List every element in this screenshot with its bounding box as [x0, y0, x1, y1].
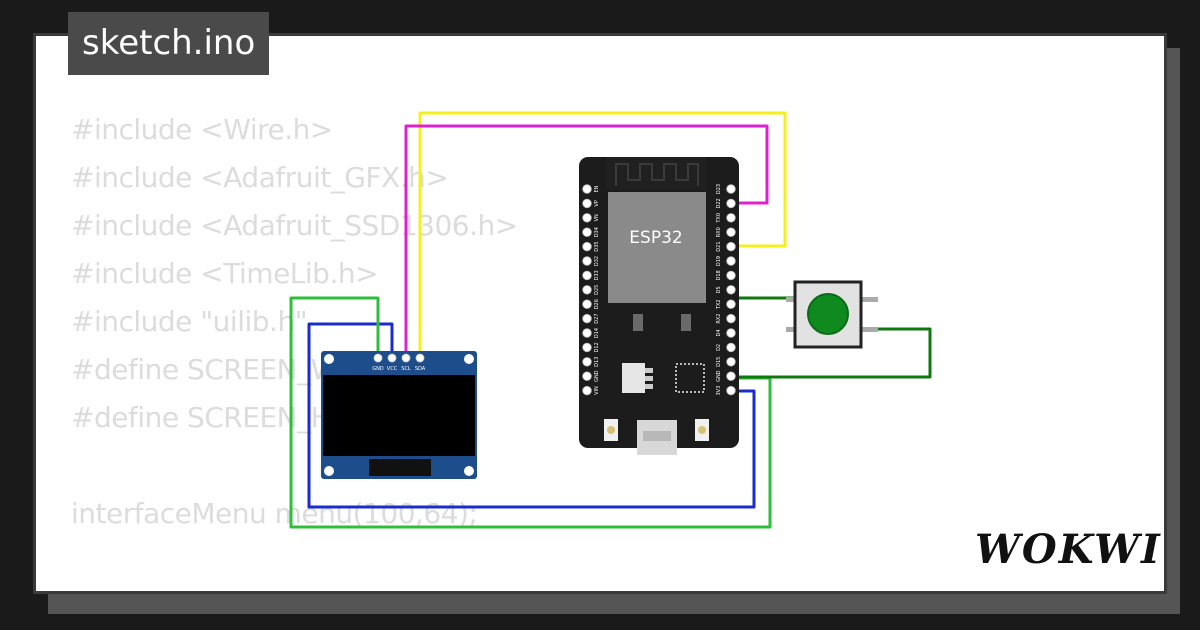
esp32-pin-d35[interactable]	[582, 241, 592, 252]
esp32-pin-label: D21	[716, 241, 722, 251]
esp32-board[interactable]: ESP32 ENVPVND34D35D32D33D25D26D27D14D12D…	[579, 157, 739, 455]
esp32-pin-d15[interactable]	[726, 357, 736, 367]
esp32-pin-d18[interactable]	[726, 270, 736, 281]
sketch-title: sketch.ino	[68, 12, 270, 75]
esp32-pin-label: GND	[716, 370, 722, 382]
esp32-pin-d2[interactable]	[726, 342, 736, 353]
wire-scl-magenta	[404, 124, 769, 355]
wire-sda-yellow	[418, 111, 787, 355]
code-line: #include <Adafruit_SSD1306.h>	[71, 209, 518, 242]
esp32-pin-label: VIN	[594, 386, 600, 395]
esp32-pin-d26[interactable]	[582, 299, 592, 309]
esp32-pin-label: RX0	[716, 227, 722, 237]
esp32-pin-label: D2	[716, 344, 722, 351]
esp32-pin-label: D19	[716, 256, 722, 266]
oled-pin-gnd[interactable]	[373, 353, 383, 363]
esp32-pin-en[interactable]	[582, 184, 592, 194]
esp32-pin-vn[interactable]	[582, 213, 592, 223]
oled-pin-label: SDA	[415, 366, 426, 372]
esp32-pin-d33[interactable]	[582, 270, 592, 281]
code-preview: #include <Wire.h> #include <Adafruit_GFX…	[71, 106, 1055, 591]
esp32-pin-label: D35	[594, 241, 600, 251]
oled-pin-scl[interactable]	[401, 353, 411, 363]
voltage-regulator	[622, 363, 645, 393]
esp32-pin-label: VN	[594, 214, 600, 221]
esp32-pin-label: GND	[594, 370, 600, 382]
esp32-pin-label: D4	[716, 329, 722, 336]
oled-pin-label: SCL	[401, 366, 411, 372]
esp32-pin-vin[interactable]	[582, 385, 592, 396]
oled-pin-vcc[interactable]	[387, 353, 397, 363]
esp32-pin-d27[interactable]	[582, 313, 592, 324]
esp32-pin-d14[interactable]	[582, 328, 592, 338]
esp32-pin-d19[interactable]	[726, 256, 736, 266]
oled-screen	[323, 375, 475, 456]
esp32-pin-label: D12	[594, 342, 600, 352]
esp32-pin-d13[interactable]	[582, 357, 592, 367]
wire-button-gnd	[732, 327, 932, 379]
esp32-pin-d32[interactable]	[582, 256, 592, 266]
esp32-pin-label: EN	[594, 185, 600, 192]
oled-pin-label: GND	[372, 366, 384, 372]
oled-ribbon	[369, 459, 431, 476]
esp32-pin-label: D25	[594, 285, 600, 295]
code-line: #include <Wire.h>	[71, 113, 333, 146]
esp32-pin-label: D33	[594, 270, 600, 280]
esp32-pin-label: D27	[594, 313, 600, 323]
esp32-pin-label: VP	[594, 200, 600, 206]
esp32-pin-label: D14	[594, 328, 600, 338]
code-line: #include <TimeLib.h>	[71, 257, 379, 290]
esp32-pin-3v3[interactable]	[726, 385, 736, 396]
esp32-pin-label: TX0	[716, 213, 722, 224]
esp32-pin-label: D32	[594, 256, 600, 266]
esp32-pin-rx2[interactable]	[726, 313, 736, 324]
code-line: interfaceMenu menu(100,64);	[71, 497, 478, 530]
esp32-pin-tx0[interactable]	[726, 213, 736, 223]
usb-chip	[675, 363, 705, 393]
esp32-pin-tx2[interactable]	[726, 299, 736, 309]
esp32-pin-d5[interactable]	[726, 285, 736, 295]
esp32-pin-label: TX2	[716, 299, 722, 310]
esp32-pin-d4[interactable]	[726, 328, 736, 338]
oled-pin-sda[interactable]	[415, 353, 425, 363]
esp32-pin-d34[interactable]	[582, 227, 592, 237]
esp32-pin-gnd[interactable]	[726, 371, 736, 381]
esp32-pin-vp[interactable]	[582, 198, 592, 209]
esp32-pin-label: D23	[716, 184, 722, 194]
esp32-pin-d25[interactable]	[582, 285, 592, 295]
esp32-pin-d22[interactable]	[726, 198, 736, 209]
esp32-pin-label: D18	[716, 270, 722, 280]
wokwi-logo: WOKWI	[975, 526, 1162, 573]
esp32-pin-d12[interactable]	[582, 342, 592, 353]
esp32-pin-label: D15	[716, 357, 722, 367]
esp32-pin-label: D13	[594, 357, 600, 367]
esp32-antenna	[606, 157, 707, 190]
esp32-module	[608, 192, 706, 303]
wire-vcc-blue	[307, 322, 756, 509]
esp32-pin-label: D34	[594, 227, 600, 237]
esp32-pin-label: D22	[716, 198, 722, 208]
esp32-pin-d23[interactable]	[726, 184, 736, 194]
oled-pin-label: VCC	[387, 366, 398, 372]
esp32-pin-rx0[interactable]	[726, 227, 736, 237]
esp32-pin-gnd[interactable]	[582, 371, 592, 381]
esp32-pin-label: 3V3	[716, 386, 722, 396]
esp32-pin-label: D5	[716, 286, 722, 293]
esp32-pin-d21[interactable]	[726, 241, 736, 252]
esp32-pin-label: RX2	[716, 314, 722, 324]
push-button[interactable]	[786, 280, 878, 349]
esp32-pin-label: D26	[594, 299, 600, 309]
button-cap[interactable]	[807, 293, 849, 335]
esp32-chip-label: ESP32	[629, 228, 682, 248]
